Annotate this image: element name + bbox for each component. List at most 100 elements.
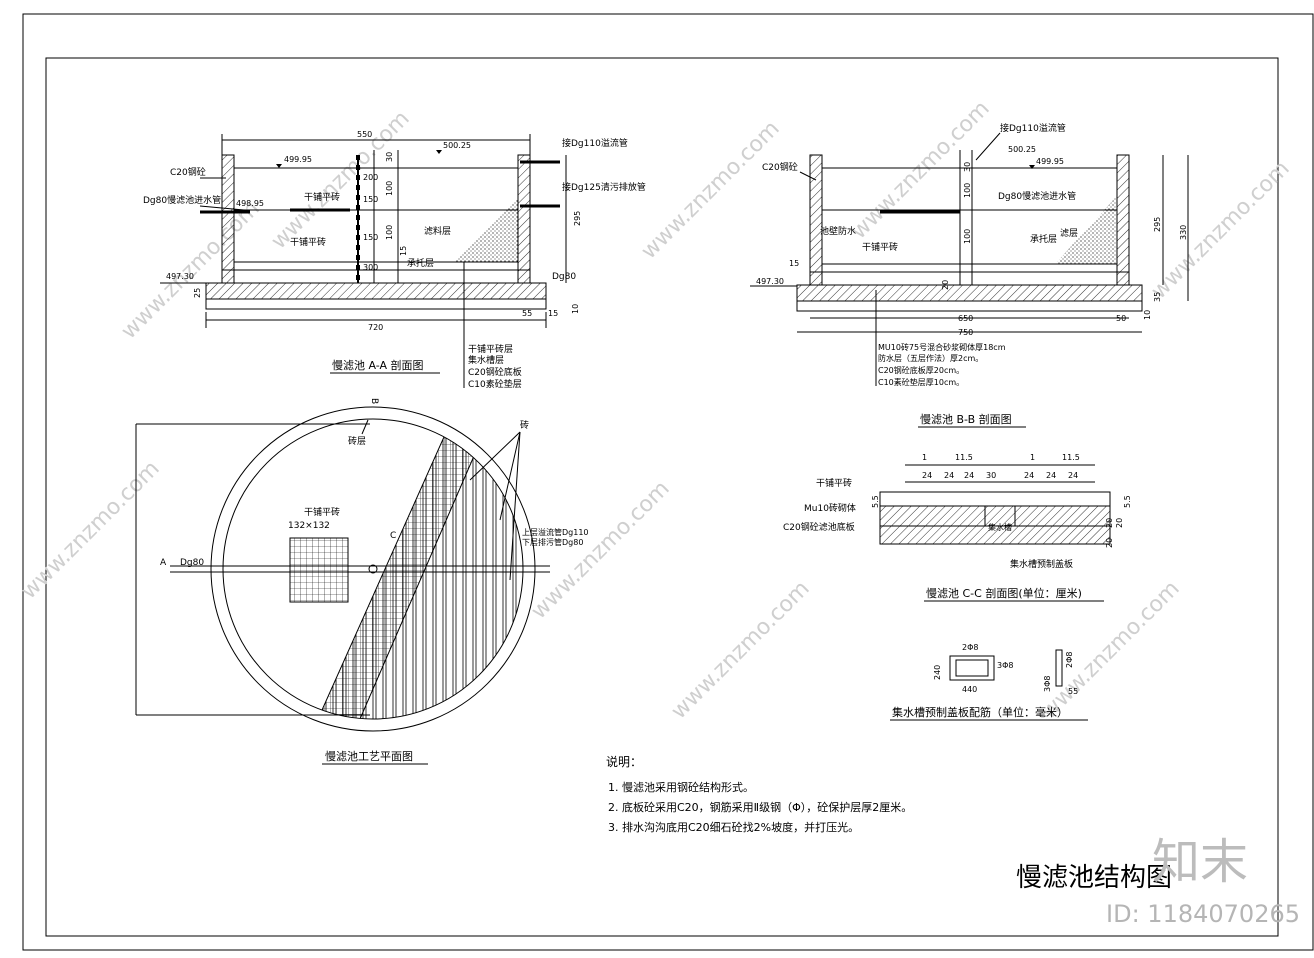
svg-text:C20钢砼底板厚20cm。: C20钢砼底板厚20cm。: [878, 365, 964, 375]
plan-grid-zone: [318, 419, 490, 719]
svg-text:100: 100: [385, 181, 394, 196]
watermark-brand: 知末: [1151, 834, 1248, 890]
cc-brick-layer: [879, 491, 1111, 507]
aa-label-dg80: Dg80: [552, 272, 576, 282]
svg-text:100: 100: [963, 183, 972, 198]
svg-text:3Φ8: 3Φ8: [997, 661, 1013, 670]
section-cc: 1 11.5 1 11.5 24 24 24 30 24 24 24 干铺平砖 …: [783, 453, 1132, 602]
bb-base-slab: [796, 284, 1143, 302]
svg-text:C: C: [390, 531, 396, 541]
svg-text:35: 35: [1153, 292, 1162, 302]
svg-text:10: 10: [571, 304, 580, 314]
cc-title: 慢滤池 C-C 剖面图(单位：厘米): [926, 586, 1082, 600]
svg-text:干铺平砖: 干铺平砖: [304, 506, 340, 518]
plan-view: 干铺平砖 132×132 A Dg80 B 砖层 砖 上层溢流管Dg110 下层…: [135, 398, 589, 765]
section-bb: 30 100 100 20 500.25 499.95 接Dg110溢流管 C2…: [750, 122, 1189, 428]
svg-text:C20钢砼底板: C20钢砼底板: [468, 366, 522, 378]
svg-text:200: 200: [363, 173, 378, 182]
aa-label-brick2: 干铺平砖: [290, 236, 326, 248]
svg-text:www.znzmo.com: www.znzmo.com: [17, 456, 165, 604]
svg-text:750: 750: [958, 328, 973, 337]
svg-text:www.znzmo.com: www.znzmo.com: [637, 116, 785, 264]
aa-dim-top: 550: [357, 130, 372, 139]
aa-label-filter: 滤料层: [424, 225, 451, 237]
aa-title: 慢滤池 A-A 剖面图: [332, 358, 424, 372]
bb-title: 慢滤池 B-B 剖面图: [920, 412, 1012, 426]
svg-text:295: 295: [573, 211, 582, 226]
bb-right-wall: [1116, 154, 1130, 286]
aa-filter-media: [455, 198, 518, 262]
svg-text:干铺平砖: 干铺平砖: [816, 477, 852, 489]
bb-label-waterproof: 池壁防水: [820, 225, 856, 237]
svg-text:集水槽预制盖板: 集水槽预制盖板: [1010, 558, 1073, 570]
svg-text:15: 15: [548, 309, 558, 318]
svg-text:55: 55: [522, 309, 532, 318]
plan-b: B: [369, 398, 379, 404]
aa-label-c20: C20钢砼: [170, 166, 206, 178]
svg-text:11.5: 11.5: [1062, 453, 1080, 462]
aa-el-inlet: 498.95: [236, 199, 264, 208]
svg-text:2Φ8: 2Φ8: [962, 643, 978, 652]
plan-title: 慢滤池工艺平面图: [325, 750, 413, 763]
bb-el-bottom: 497.30: [756, 277, 784, 286]
drawing-title: 慢滤池结构图: [1016, 863, 1172, 893]
aa-el-water: 499.95: [284, 155, 312, 164]
svg-text:2Φ8: 2Φ8: [1065, 652, 1074, 668]
svg-text:240: 240: [933, 665, 942, 680]
svg-text:Dg80: Dg80: [180, 558, 204, 568]
aa-el-top: 500.25: [443, 141, 471, 150]
aa-label-inlet: Dg80慢滤池进水管: [143, 194, 221, 206]
plan-dry-brick-grid: [289, 537, 349, 603]
aa-left-wall: [221, 154, 235, 284]
rebar-title: 集水槽预制盖板配筋（单位：毫米）: [892, 705, 1068, 719]
bb-label-c20: C20钢砼: [762, 161, 798, 173]
svg-text:1: 1: [1030, 453, 1035, 462]
svg-text:干铺平砖层: 干铺平砖层: [468, 343, 513, 355]
svg-text:C20钢砼滤池底板: C20钢砼滤池底板: [783, 521, 855, 533]
outer-frame: [22, 13, 1314, 951]
svg-text:24: 24: [1024, 471, 1034, 480]
svg-text:25: 25: [193, 288, 202, 298]
svg-text:C10素砼垫层厚10cm。: C10素砼垫层厚10cm。: [878, 377, 964, 387]
bb-label-brick: 干铺平砖: [862, 241, 898, 253]
svg-text:11.5: 11.5: [955, 453, 973, 462]
svg-text:10: 10: [1143, 310, 1152, 320]
svg-text:150: 150: [363, 195, 378, 204]
aa-base-slab: [205, 282, 547, 300]
svg-text:295: 295: [1153, 217, 1162, 232]
section-aa: 550 200 150 150 300 30 100 100 15 499.95…: [143, 130, 646, 390]
svg-text:www.znzmo.com: www.znzmo.com: [1147, 156, 1295, 304]
svg-text:www.znzmo.com: www.znzmo.com: [527, 476, 675, 624]
aa-el-bottom: 497.30: [166, 272, 194, 281]
svg-text:20: 20: [1105, 538, 1114, 548]
svg-text:集水槽: 集水槽: [988, 522, 1012, 532]
svg-text:24: 24: [944, 471, 954, 480]
svg-text:砖: 砖: [520, 419, 529, 431]
svg-text:防水层（五层作法）厚2cm。: 防水层（五层作法）厚2cm。: [878, 353, 983, 363]
svg-text:440: 440: [962, 685, 977, 694]
svg-text:55: 55: [1068, 687, 1078, 696]
svg-text:150: 150: [363, 233, 378, 242]
note-3: 3. 排水沟沟底用C20细石砼找2%坡度，并打压光。: [608, 820, 859, 834]
svg-text:MU10砖75号混合砂浆砌体厚18cm: MU10砖75号混合砂浆砌体厚18cm: [878, 342, 1006, 352]
watermark-urls: www.znzmo.com www.znzmo.com www.znzmo.co…: [17, 96, 1295, 724]
svg-text:100: 100: [385, 225, 394, 240]
svg-text:300: 300: [363, 263, 378, 272]
svg-text:C10素砼垫层: C10素砼垫层: [468, 378, 522, 390]
bb-label-overflow: 接Dg110溢流管: [1000, 122, 1066, 134]
svg-text:5.5: 5.5: [871, 495, 880, 508]
plan-outer-ring: [210, 406, 536, 732]
svg-text:30: 30: [963, 162, 972, 172]
svg-text:30: 30: [986, 471, 996, 480]
svg-text:1: 1: [922, 453, 927, 462]
plan-a-left: A: [160, 558, 167, 568]
svg-text:24: 24: [964, 471, 974, 480]
note-1: 1. 慢滤池采用钢砼结构形式。: [608, 780, 754, 794]
aa-label-brick1: 干铺平砖: [304, 191, 340, 203]
svg-text:24: 24: [922, 471, 932, 480]
svg-text:100: 100: [963, 229, 972, 244]
svg-text:20: 20: [941, 280, 950, 290]
svg-text:50: 50: [1116, 314, 1126, 323]
svg-text:330: 330: [1179, 225, 1188, 240]
